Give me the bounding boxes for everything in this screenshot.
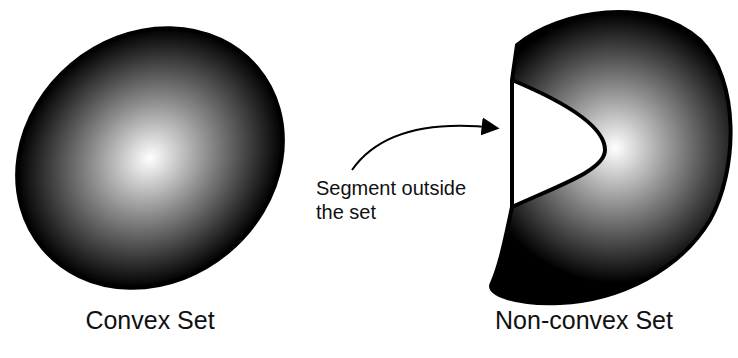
leader-arrow bbox=[352, 126, 496, 170]
set-caption: Convex Set bbox=[20, 305, 280, 335]
set-caption: Non-convex Set bbox=[434, 305, 734, 335]
convex-shape bbox=[0, 0, 336, 341]
callout-label: Segment outside the set bbox=[316, 176, 488, 224]
segment-line bbox=[510, 80, 514, 207]
non-convex-shape bbox=[491, 12, 730, 303]
